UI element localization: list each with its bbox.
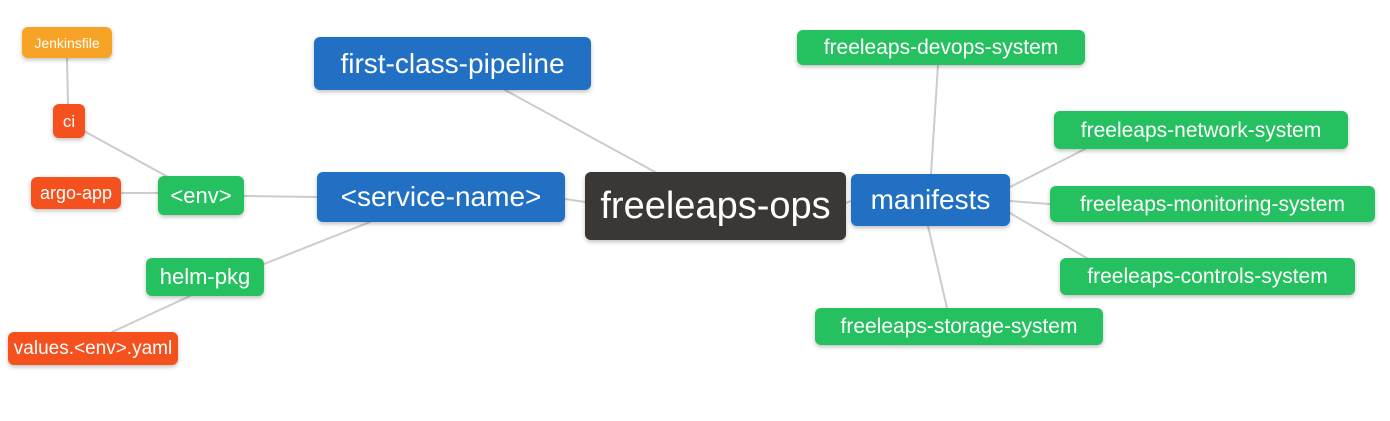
edge-manifests--freeleaps-network-system <box>1009 148 1086 188</box>
node-ci[interactable]: ci <box>53 104 85 138</box>
edge-manifests--freeleaps-monitoring-system <box>1009 200 1051 205</box>
node-env[interactable]: <env> <box>158 176 244 215</box>
node-helm-pkg[interactable]: helm-pkg <box>146 258 264 296</box>
node-freeleaps-controls-system[interactable]: freeleaps-controls-system <box>1060 258 1355 295</box>
edge-manifests--freeleaps-devops-system <box>930 64 939 175</box>
edge-ci--env <box>83 130 169 178</box>
edge-freeleaps-ops--manifests <box>845 200 852 204</box>
edge-helm-pkg--service-name <box>263 221 371 265</box>
node-jenkinsfile[interactable]: Jenkinsfile <box>22 27 112 58</box>
edge-first-class-pipeline--freeleaps-ops <box>504 89 656 173</box>
edge-jenkinsfile--ci <box>66 57 69 105</box>
edge-manifests--freeleaps-storage-system <box>927 225 948 309</box>
node-freeleaps-devops-system[interactable]: freeleaps-devops-system <box>797 30 1085 65</box>
edge-values-env-yaml--helm-pkg <box>111 295 191 333</box>
node-argo-app[interactable]: argo-app <box>31 177 121 209</box>
node-freeleaps-ops[interactable]: freeleaps-ops <box>585 172 846 240</box>
node-freeleaps-monitoring-system[interactable]: freeleaps-monitoring-system <box>1050 186 1375 222</box>
edge-manifests--freeleaps-controls-system <box>1009 212 1091 261</box>
node-freeleaps-storage-system[interactable]: freeleaps-storage-system <box>815 308 1103 345</box>
edge-env--service-name <box>243 195 318 198</box>
node-values-env-yaml[interactable]: values.<env>.yaml <box>8 332 178 365</box>
node-freeleaps-network-system[interactable]: freeleaps-network-system <box>1054 111 1348 149</box>
node-first-class-pipeline[interactable]: first-class-pipeline <box>314 37 591 90</box>
node-manifests[interactable]: manifests <box>851 174 1010 226</box>
edge-service-name--freeleaps-ops <box>564 198 586 203</box>
node-service-name[interactable]: <service-name> <box>317 172 565 222</box>
